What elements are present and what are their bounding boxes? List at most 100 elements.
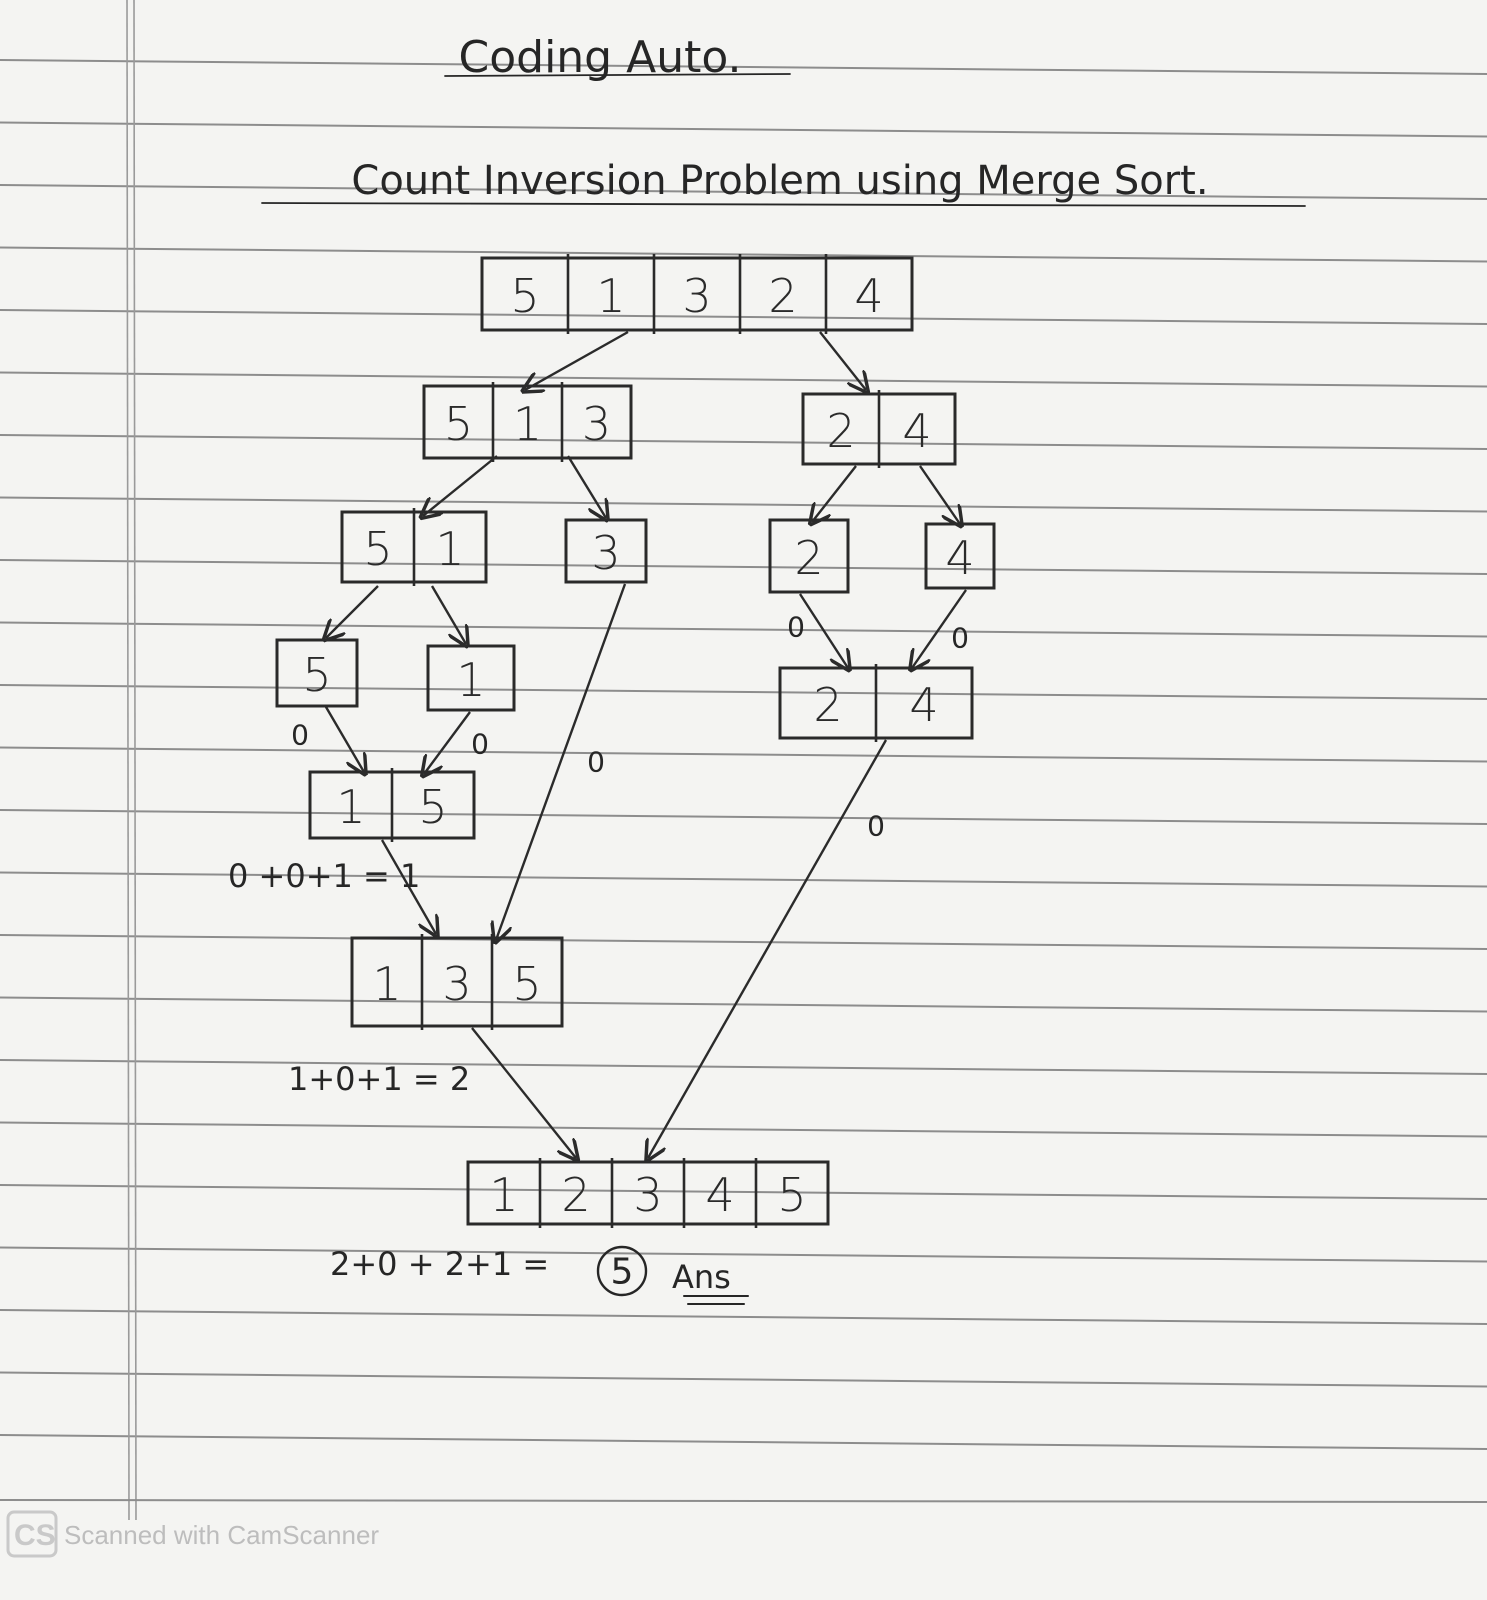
camscanner-logo-text: CS (14, 1519, 56, 1552)
formula-merge-1-5: 0 +0+1 = 1 (228, 857, 420, 895)
array-root: 5 1 3 2 4 (480, 254, 914, 334)
array-cell-value: 4 (945, 531, 974, 585)
array-cell-value: 2 (768, 269, 797, 323)
title-underline (444, 73, 791, 77)
array-cell-value: 1 (336, 780, 365, 834)
ruled-line (0, 1121, 1487, 1138)
array-cell-value: 5 (510, 269, 539, 323)
array-cell-value: 5 (444, 397, 473, 451)
array-cell-value: 5 (363, 522, 392, 576)
array-cell-value: 2 (561, 1168, 590, 1222)
ruled-line (0, 684, 1487, 700)
array-right-left: 2 (768, 518, 850, 594)
arrow-15-to-135 (380, 839, 436, 934)
array-outline (275, 638, 359, 708)
ruled-line (0, 1184, 1487, 1200)
answer-value: 5 (611, 1252, 634, 1293)
inversion-count-label: 0 (787, 611, 805, 644)
arrow-right-to-4 (919, 465, 960, 524)
page-bottom-edge (0, 1499, 1487, 1503)
array-cell-value: 1 (456, 653, 485, 707)
array-cell-value: 4 (902, 404, 931, 458)
answer-label: Ans (672, 1258, 731, 1296)
array-cell-value: 3 (682, 269, 711, 323)
arrow-left-to-3 (566, 455, 606, 518)
array-outline (426, 644, 516, 712)
ruled-lines (0, 59, 1487, 1450)
array-leaf-1: 1 (426, 644, 516, 712)
arrow-2-to-24 (798, 593, 848, 668)
array-cell-value: 5 (777, 1168, 806, 1222)
array-cell-value: 5 (302, 648, 331, 702)
array-cell-value: 1 (596, 269, 625, 323)
array-cell-value: 3 (633, 1168, 662, 1222)
arrow-right-to-2 (812, 465, 857, 522)
ruled-line (0, 621, 1487, 638)
formula-final: 2+0 + 2+1 = (330, 1245, 549, 1283)
camscanner-logo (6, 1510, 58, 1558)
ruled-line (0, 1434, 1487, 1450)
ruled-line (0, 934, 1487, 950)
ruled-line (0, 1371, 1487, 1388)
arrow-1-to-15 (424, 711, 471, 774)
ruled-line (0, 309, 1487, 325)
array-cell-value: 3 (442, 957, 471, 1011)
arrow-24-to-final (648, 739, 888, 1158)
array-cell-value: 2 (813, 678, 842, 732)
array-outline (350, 936, 564, 1028)
ruled-line (0, 559, 1487, 575)
arrow-root-to-right (819, 331, 866, 390)
inversion-count-label: 0 (291, 719, 309, 752)
arrow-135-to-final (471, 1027, 576, 1158)
inversion-count-label: 0 (471, 728, 489, 761)
ruled-line (0, 1246, 1487, 1263)
ruled-line (0, 184, 1487, 200)
arrow-3-to-135 (496, 583, 627, 940)
array-leaf-5: 5 (275, 638, 359, 708)
array-cell-value: 1 (435, 522, 464, 576)
zero-annotations: 0 0 0 0 0 0 0 (291, 611, 969, 843)
inversion-count-label: 0 (951, 622, 969, 655)
scanner-watermark: CS Scanned with CamScanner (6, 1510, 379, 1558)
ruled-line (0, 746, 1487, 763)
ruled-line (0, 1059, 1487, 1075)
ruled-line (0, 371, 1487, 388)
arrows (326, 330, 967, 1158)
array-cell-value: 1 (372, 957, 401, 1011)
ruled-line (0, 121, 1487, 138)
array-cell-value: 3 (582, 397, 611, 451)
array-right-right: 4 (924, 522, 996, 590)
ruled-line (0, 59, 1487, 75)
ruled-line (0, 871, 1487, 888)
arrow-root-to-left (525, 330, 629, 390)
array-cell-value: 4 (854, 269, 883, 323)
array-cell-value: 4 (705, 1168, 734, 1222)
formula-merge-1-3-5: 1+0+1 = 2 (288, 1060, 470, 1098)
array-left-right: 3 (564, 518, 648, 584)
array-cell-value: 4 (909, 678, 938, 732)
ruled-line (0, 496, 1487, 513)
array-cell-value: 2 (826, 404, 855, 458)
array-outline (480, 256, 914, 332)
arrow-4-to-24 (912, 589, 967, 668)
margin-line (133, 0, 137, 1521)
subtitle-underline (261, 202, 1306, 207)
array-cell-value: 1 (489, 1168, 518, 1222)
ruled-line (0, 996, 1487, 1013)
ruled-line (0, 1309, 1487, 1325)
arrow-left-to-51 (423, 455, 498, 516)
arrow-51-to-5 (326, 585, 379, 638)
inversion-count-label: 0 (587, 746, 605, 779)
answer-circle (596, 1245, 648, 1297)
array-cell-value: 5 (512, 957, 541, 1011)
margin-line (126, 0, 130, 1521)
